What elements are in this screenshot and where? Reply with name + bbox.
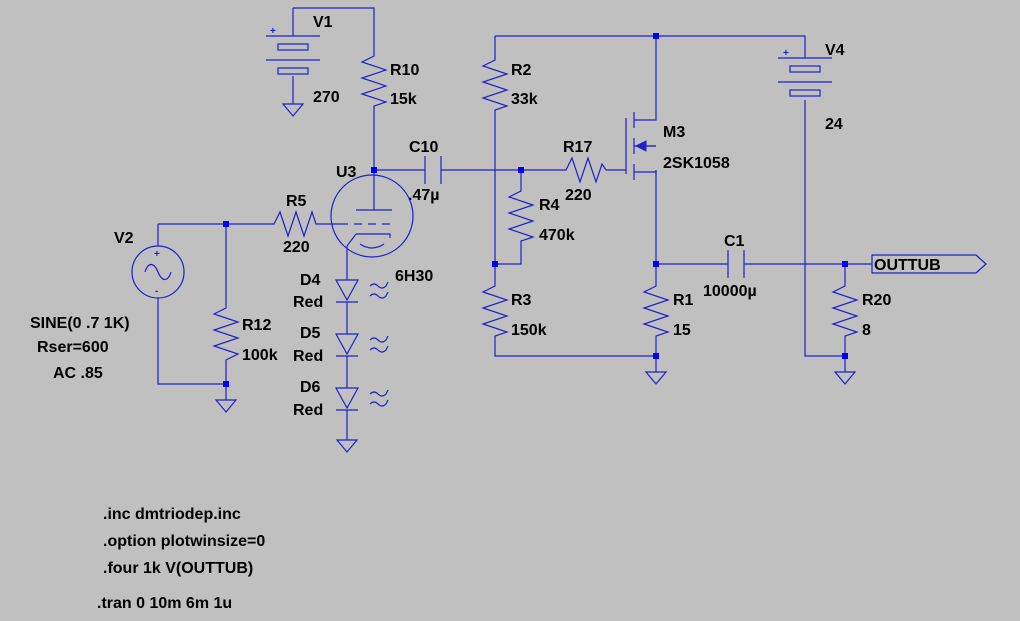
v2-plus: + <box>154 249 160 260</box>
c10-ref: C10 <box>409 139 438 156</box>
ground-d6 <box>336 439 358 453</box>
r10-ref: R10 <box>390 62 419 79</box>
u3-triode-symbol[interactable] <box>330 174 414 258</box>
wires <box>157 7 872 440</box>
u3-value: 6H30 <box>395 268 433 285</box>
spice-directives[interactable]: .inc dmtriodep.inc .option plotwinsize=0… <box>97 506 265 612</box>
directive-option[interactable]: .option plotwinsize=0 <box>103 533 265 550</box>
outtub-net-flag[interactable]: OUTTUB <box>871 254 987 274</box>
v4-value: 24 <box>825 116 843 133</box>
r1-value: 15 <box>673 322 691 339</box>
junctions <box>223 33 848 387</box>
v4-ref: V4 <box>825 42 845 59</box>
r12-symbol[interactable] <box>212 300 240 370</box>
r20-value: 8 <box>862 322 871 339</box>
m3-ref: M3 <box>663 124 685 141</box>
r1-ref: R1 <box>673 292 694 309</box>
r20-ref: R20 <box>862 292 891 309</box>
r5-ref: R5 <box>286 193 307 210</box>
v2-symbol[interactable]: + - <box>131 245 185 299</box>
m3-value: 2SK1058 <box>663 155 730 172</box>
v2-rser: Rser=600 <box>37 339 109 356</box>
m3-mosfet-symbol[interactable] <box>625 112 657 180</box>
outtub-label: OUTTUB <box>874 257 941 274</box>
r10-value: 15k <box>390 91 417 108</box>
d5-symbol[interactable] <box>334 333 389 357</box>
labels: V1 270 R10 15k R2 33k V4 24 M3 2SK1058 C… <box>30 14 891 419</box>
r12-value: 100k <box>242 347 278 364</box>
v1-plus: + <box>270 26 276 37</box>
v1-ref: V1 <box>313 14 333 31</box>
d5-ref: D5 <box>300 325 321 342</box>
r2-symbol[interactable] <box>481 55 509 112</box>
v1-symbol[interactable]: + <box>266 26 320 75</box>
c1-symbol[interactable] <box>727 250 745 278</box>
v4-symbol[interactable]: + <box>778 48 832 97</box>
v1-value: 270 <box>313 89 340 106</box>
v2-minus: - <box>155 286 158 297</box>
r4-ref: R4 <box>539 197 560 214</box>
c1-ref: C1 <box>724 233 745 250</box>
c10-value: .47µ <box>408 187 439 204</box>
d6-symbol[interactable] <box>334 387 389 411</box>
r3-value: 150k <box>511 322 547 339</box>
v2-value: SINE(0 .7 1K) <box>30 315 130 332</box>
r4-symbol[interactable] <box>507 185 535 248</box>
directive-inc[interactable]: .inc dmtriodep.inc <box>103 506 241 523</box>
r3-ref: R3 <box>511 292 532 309</box>
ground-v1 <box>282 103 304 117</box>
v4-plus: + <box>783 48 789 59</box>
d5-value: Red <box>293 348 323 365</box>
d4-ref: D4 <box>300 272 321 289</box>
r4-value: 470k <box>539 227 575 244</box>
directive-four[interactable]: .four 1k V(OUTTUB) <box>103 560 253 577</box>
c10-symbol[interactable] <box>424 156 442 184</box>
directive-tran[interactable]: .tran 0 10m 6m 1u <box>97 595 232 612</box>
r17-value: 220 <box>565 187 592 204</box>
r10-symbol[interactable] <box>360 50 388 112</box>
ground-r20 <box>834 371 856 385</box>
ground-r1 <box>645 371 667 385</box>
r3-symbol[interactable] <box>481 280 509 340</box>
r17-symbol[interactable] <box>560 156 607 184</box>
r17-ref: R17 <box>563 139 592 156</box>
v2-ac: AC .85 <box>53 365 103 382</box>
v2-ref: V2 <box>114 230 134 247</box>
d4-symbol[interactable] <box>334 279 389 303</box>
c1-value: 10000µ <box>703 283 757 300</box>
u3-ref: U3 <box>336 164 357 181</box>
r1-symbol[interactable] <box>642 280 670 340</box>
ground-r12 <box>215 399 237 413</box>
r2-ref: R2 <box>511 62 532 79</box>
r12-ref: R12 <box>242 317 271 334</box>
r5-value: 220 <box>283 239 310 256</box>
r20-symbol[interactable] <box>831 280 859 340</box>
d6-ref: D6 <box>300 379 321 396</box>
r2-value: 33k <box>511 91 538 108</box>
r5-symbol[interactable] <box>268 210 318 238</box>
d6-value: Red <box>293 402 323 419</box>
d4-value: Red <box>293 294 323 311</box>
